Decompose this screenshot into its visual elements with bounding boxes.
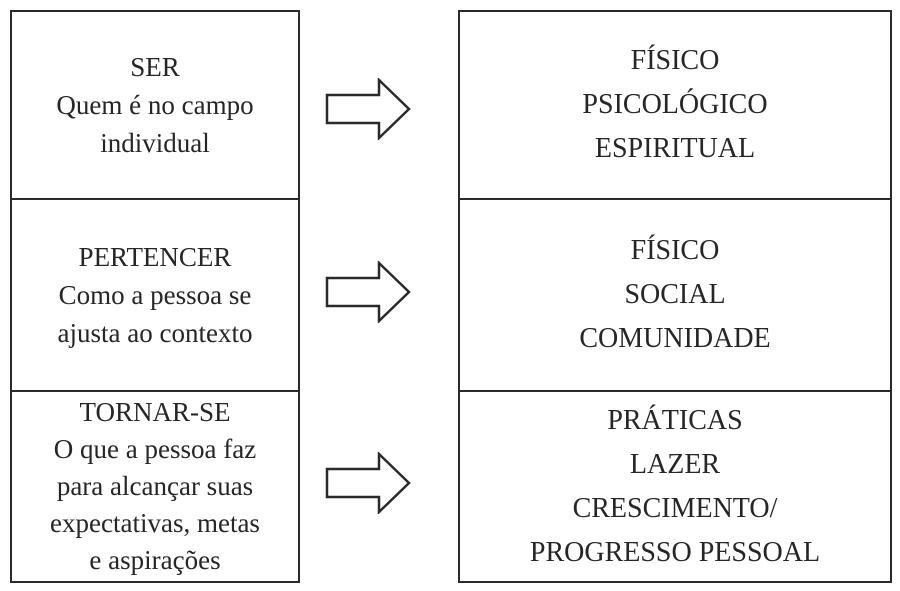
box-line: SOCIAL xyxy=(624,279,726,310)
right-arrow-icon xyxy=(325,78,411,140)
box-line: ajusta ao contexto xyxy=(57,318,253,348)
box-ser: SER Quem é no campo individual xyxy=(10,10,300,200)
box-line: O que a pessoa faz xyxy=(53,434,257,464)
box-line: FÍSICO xyxy=(630,45,720,76)
box-dimensions-tornar-se: PRÁTICAS LAZER CRESCIMENTO/ PROGRESSO PE… xyxy=(458,390,892,583)
right-arrow-icon xyxy=(325,261,411,323)
box-line: e aspirações xyxy=(89,545,221,575)
box-line: FÍSICO xyxy=(630,235,720,266)
box-line: PSICOLÓGICO xyxy=(582,89,768,120)
box-line: LAZER xyxy=(629,448,721,480)
box-line: ESPIRITUAL xyxy=(594,133,756,164)
box-title: PERTENCER xyxy=(78,242,232,272)
box-line: para alcançar suas xyxy=(56,471,254,501)
right-arrow-icon xyxy=(325,452,411,514)
box-pertencer: PERTENCER Como a pessoa se ajusta ao con… xyxy=(10,198,300,392)
box-dimensions-ser: FÍSICO PSICOLÓGICO ESPIRITUAL xyxy=(458,10,892,200)
box-tornar-se: TORNAR-SE O que a pessoa faz para alcanç… xyxy=(10,390,300,583)
box-title: TORNAR-SE xyxy=(79,397,231,427)
box-line: PROGRESSO PESSOAL xyxy=(529,536,821,568)
box-line: Quem é no campo xyxy=(56,90,254,120)
box-line: COMUNIDADE xyxy=(579,323,771,354)
box-dimensions-pertencer: FÍSICO SOCIAL COMUNIDADE xyxy=(458,198,892,392)
box-line: Como a pessoa se xyxy=(58,280,252,310)
box-title: SER xyxy=(130,52,180,82)
box-line: individual xyxy=(100,128,210,158)
box-line: expectativas, metas xyxy=(50,508,260,538)
box-line: PRÁTICAS xyxy=(607,404,743,436)
box-line: CRESCIMENTO/ xyxy=(572,492,778,524)
